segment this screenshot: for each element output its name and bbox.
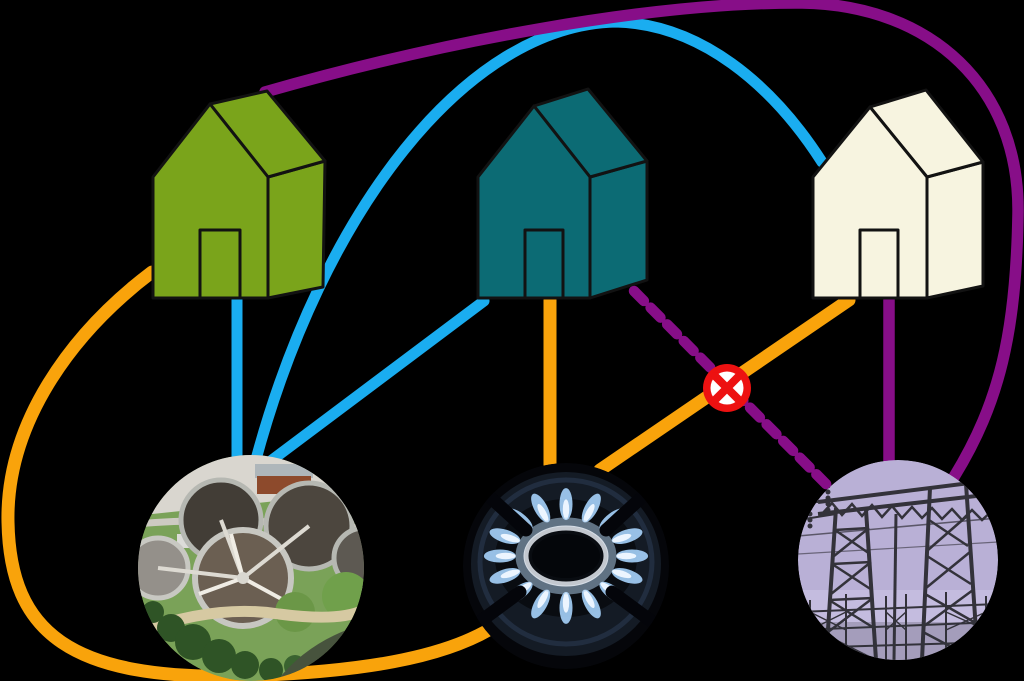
gas-burner-photo — [463, 463, 669, 669]
flame-core-icon — [562, 499, 570, 520]
flame-core-icon — [562, 592, 570, 613]
house-cream — [811, 88, 985, 300]
connection-teal-house-to-water — [258, 295, 490, 472]
house-green-door — [198, 228, 242, 300]
water-tank-arms — [198, 533, 288, 604]
houses-layer — [151, 87, 985, 300]
house-green-side-wall — [266, 159, 327, 300]
flame-core-icon — [537, 504, 549, 522]
house-teal-side-wall — [588, 159, 649, 300]
flame-core-icon — [583, 590, 595, 608]
gas-burner-center — [532, 534, 600, 578]
flame-core-icon — [537, 590, 549, 608]
no-entry-sign-layer — [703, 364, 751, 412]
flame-core-icon — [612, 533, 632, 543]
electricity-substation-photo — [798, 460, 998, 660]
connection-green-house-to-gas — [1, 265, 499, 681]
flame-core-icon — [500, 569, 520, 579]
flame-core-icon — [616, 552, 637, 560]
flame-core-icon — [495, 552, 516, 560]
water-tank-hub — [237, 572, 249, 584]
house-teal — [476, 87, 649, 300]
house-green — [151, 89, 327, 300]
no-entry-sign — [703, 364, 751, 412]
gas-cap-supports — [467, 481, 665, 633]
pylon-base-shadow — [798, 622, 998, 660]
gas-burner-sheen — [477, 477, 655, 647]
water-treatment-photo — [138, 455, 364, 681]
gas-white-ring — [523, 525, 609, 587]
house-cream-side-wall — [925, 160, 985, 300]
flame-core-icon — [612, 569, 632, 579]
connection-green-house-to-electricity — [259, 0, 1024, 483]
house-teal-door — [523, 228, 565, 300]
flame-core-icon — [583, 504, 595, 522]
gas-flames — [483, 488, 649, 624]
gas-glow-ring — [515, 517, 617, 595]
no-entry-x-icon — [711, 372, 743, 404]
flame-core-icon — [500, 533, 520, 543]
house-cream-door — [858, 228, 900, 300]
